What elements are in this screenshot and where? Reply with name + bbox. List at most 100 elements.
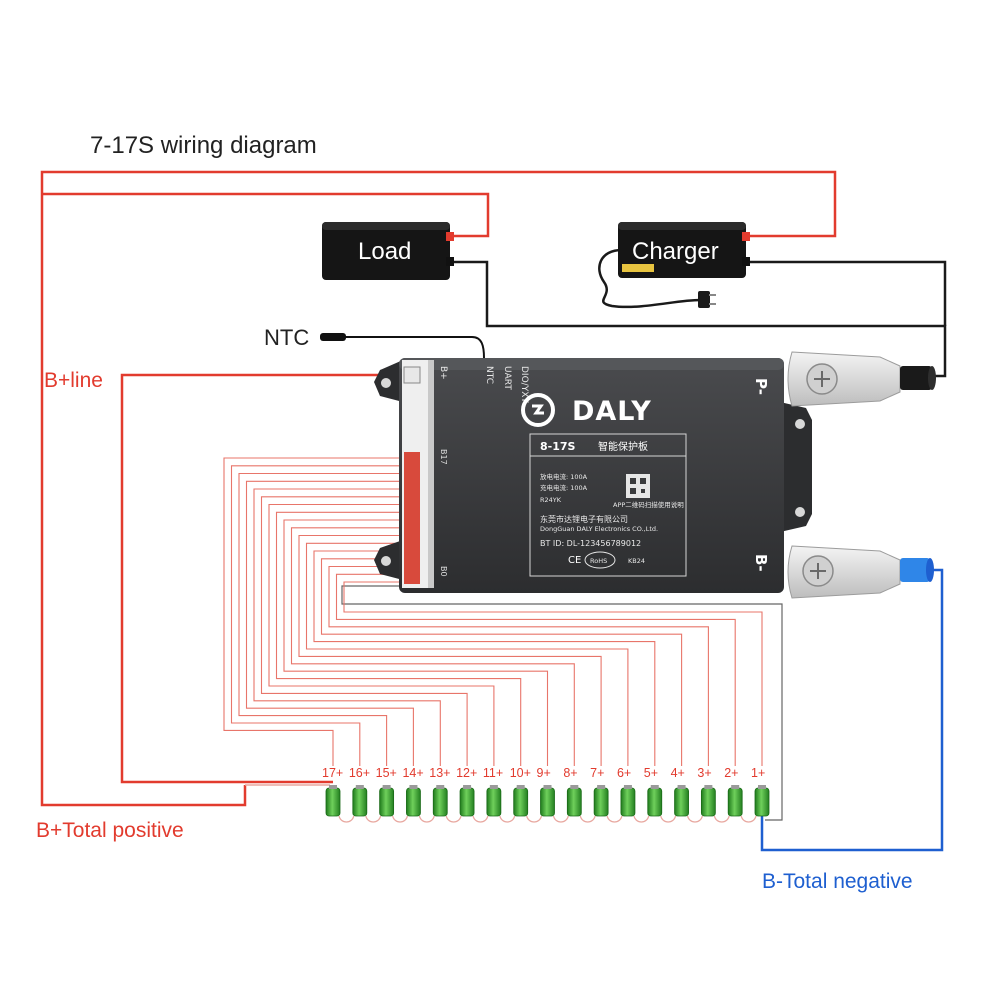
bms-terminal-b-label: B- [752,554,770,572]
sense-wire-17plus [223,457,404,766]
battery-cell-cap-10plus [516,785,525,789]
bms-company-en: DongGuan DALY Electronics CO.,Ltd. [540,525,658,533]
cell-series-link [713,815,730,823]
cell-series-link [633,815,650,823]
bms-port-label-b-: B+ [438,366,448,380]
bms-product-name: 智能保护板 [598,440,648,453]
sense-wire-16plus [230,465,404,766]
battery-cell-cap-12plus [463,785,472,789]
ntc-label: NTC [264,325,309,350]
load-negative-terminal [446,257,454,266]
sense-wire-6plus [305,542,629,766]
cell-series-link [740,815,757,823]
cell-label-16plus: 16+ [349,766,370,780]
cell-label-10plus: 10+ [510,766,531,780]
bms-bt-id: BT ID: DL-123456789012 [540,539,641,548]
diagram-title: 7-17S wiring diagram [90,132,317,159]
battery-cell-cap-13plus [436,785,445,789]
bms-sense-connector [404,452,420,584]
battery-cell-14plus [406,787,421,817]
ntc-sensor: NTC [264,325,485,359]
battery-cell-cap-9plus [543,785,552,789]
battery-cell-2plus [727,787,743,817]
b-plus-line-label: B+line [44,369,103,392]
battery-cell-10plus [513,787,529,817]
cell-series-link [579,815,596,823]
b-total-negative-label: B-Total negative [762,870,913,893]
bms-charge-current: 充电电流: 100A [540,483,588,492]
b-total-positive-label: B+Total positive [36,819,184,842]
sense-wire-b0 [341,585,783,821]
sense-wire-1plus [343,581,763,766]
cell-label-5plus: 5+ [644,766,658,780]
cell-label-9plus: 9+ [537,766,551,780]
battery-cell-7plus [593,787,609,817]
battery-cell-cap-11plus [489,785,498,789]
cell-label-14plus: 14+ [402,766,423,780]
sense-wire-4plus [320,558,683,766]
cell-series-link [499,815,516,823]
daly-logo-icon [521,393,555,427]
sense-wire-13plus [253,488,441,766]
cell-label-6plus: 6+ [617,766,631,780]
charger-label: Charger [632,238,719,265]
battery-cell-cap-6plus [623,785,632,789]
red-charger-positive-wire [40,170,837,807]
cell-series-link [660,815,677,823]
sense-wire-5plus [313,550,656,766]
battery-cell-4plus [674,787,689,817]
sense-wire-10plus [275,511,522,766]
battery-cell-cap-3plus [704,785,713,789]
cell-label-4plus: 4+ [671,766,685,780]
battery-cell-5plus [647,787,663,817]
bms-brand: DALY [572,396,652,427]
battery-cell-12plus [459,787,475,817]
sense-wire-9plus [283,519,549,766]
battery-cell-9plus [540,787,555,817]
cell-label-1plus: 1+ [751,766,765,780]
cell-series-link [418,815,435,823]
battery-cell-cap-8plus [570,785,579,789]
cell-label-2plus: 2+ [724,766,738,780]
charger-cord [598,248,701,309]
battery-cell-11plus [486,787,502,817]
sense-wire-2plus [335,573,736,766]
battery-cell-cap-14plus [409,785,418,789]
battery-cell-17plus [325,787,341,817]
bms-port-label-dio-yxt: DIO/YXT [519,366,529,403]
cell-series-link [472,815,489,823]
battery-cell-16plus [352,787,368,817]
red-b-plus-line-wire [120,373,398,784]
bms-label-panel [529,433,687,577]
red-load-positive-wire [42,192,490,238]
bms-bplus-port [403,366,421,384]
load-device: Load [322,222,454,280]
sense-wire-11plus [268,503,495,766]
cell-series-link [552,815,569,823]
battery-cell-13plus [432,787,448,817]
battery-cell-15plus [379,787,395,817]
bms-side-text: APP二维码扫描使用说明 [613,500,684,509]
bms-mount-ear-right [780,402,812,532]
battery-cell-cap-17plus [329,785,337,789]
sense-wire-14plus [245,480,414,766]
sense-wire-15plus [238,472,404,766]
bms-discharge-current: 放电电流: 100A [540,472,588,481]
battery-cell-8plus [566,787,582,817]
p-minus-lug [787,351,936,407]
cell-series-link [391,815,409,823]
battery-cell-3plus [700,787,716,817]
battery-cell-cap-1plus [758,785,766,789]
cell-series-link [338,815,355,823]
bms-rohs-label: RoHS [590,557,607,565]
battery-cell-cap-2plus [731,785,740,789]
battery-cell-1plus [754,787,770,817]
battery-cell-cap-4plus [677,785,686,789]
cell-label-17plus: 17+ [322,766,343,780]
sense-wire-12plus [260,496,468,766]
battery-cell-cap-15plus [382,785,391,789]
cell-sense-wires [223,457,783,823]
charger-negative-terminal [742,257,750,266]
